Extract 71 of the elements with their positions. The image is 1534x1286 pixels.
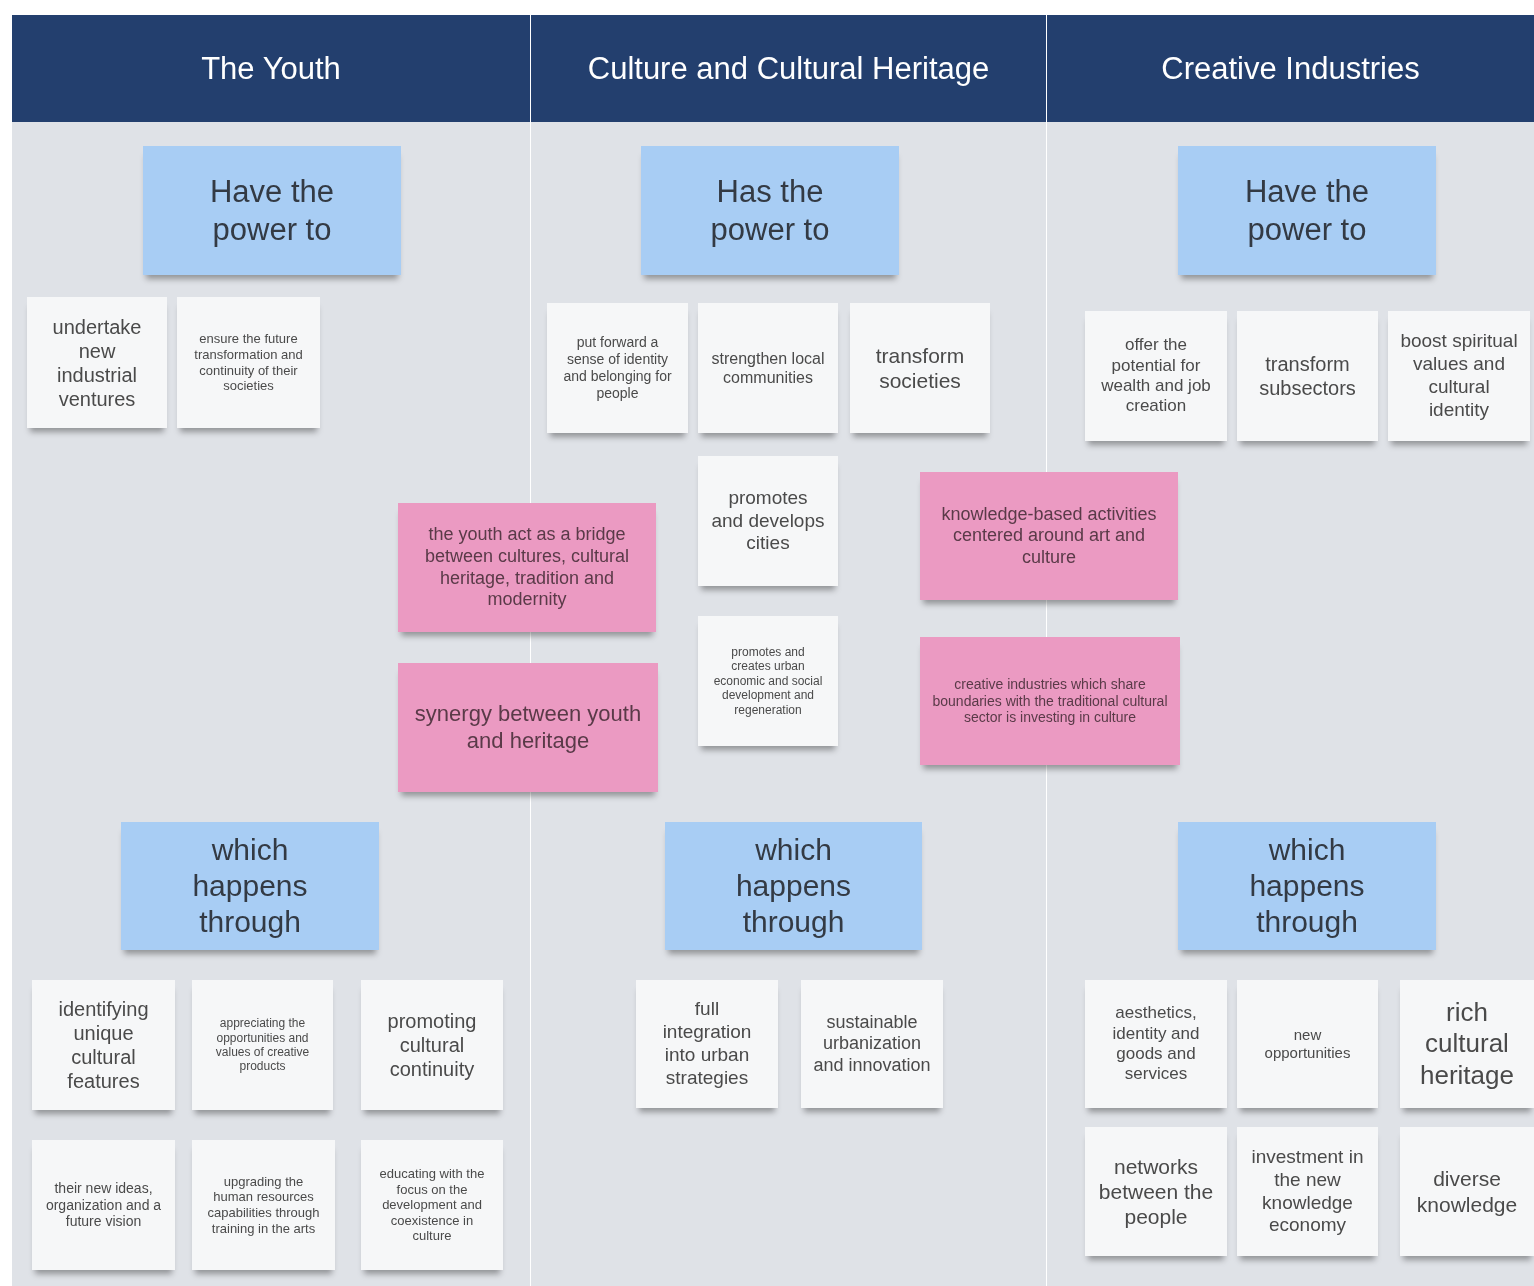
note-text: their new ideas, organization and a future vision [44, 1179, 163, 1231]
sticky-note [636, 980, 778, 1108]
note-text: aesthetics, identity and goods and services [1111, 1003, 1201, 1085]
note-text: transform societies [874, 342, 966, 394]
sticky-note [27, 297, 167, 428]
header-note [641, 146, 899, 275]
header-note [665, 822, 922, 950]
note-text: appreciating the opportunities and values of creative products [214, 1016, 311, 1074]
header-note [1178, 146, 1436, 275]
sticky-note [361, 1140, 503, 1270]
note-text: offer the potential for wealth and job creation [1100, 335, 1212, 417]
note-text: put forward a sense of identity and belonging for people [562, 334, 673, 402]
sticky-note [698, 456, 838, 586]
sticky-note [177, 297, 320, 428]
sticky-note [1237, 311, 1378, 441]
note-text: investment in the new knowledge economy [1250, 1145, 1365, 1238]
note-text: undertake new industrial ventures [51, 314, 143, 411]
column-header: Creative Industries [1047, 15, 1534, 122]
note-text: knowledge-based activities centered around art and culture [940, 503, 1158, 569]
note-text: which happens through [191, 832, 309, 940]
note-text: new opportunities [1263, 1026, 1352, 1062]
sticky-note [698, 616, 838, 746]
highlight-note [398, 663, 658, 792]
note-text: Have the power to [1243, 173, 1371, 248]
column-header: The Youth [12, 15, 530, 122]
sticky-note [801, 980, 943, 1108]
note-text: diverse knowledge [1415, 1166, 1519, 1217]
note-text: Has the power to [709, 173, 831, 248]
note-text: synergy between youth and heritage [413, 701, 643, 754]
sticky-note [1237, 1127, 1378, 1256]
note-text: strengthen local communities [710, 348, 826, 388]
note-text: transform subsectors [1258, 352, 1357, 400]
sticky-note [361, 980, 503, 1110]
sticky-note [1085, 980, 1227, 1108]
sticky-note [1400, 1127, 1534, 1256]
header-note [1178, 822, 1436, 950]
sticky-note [698, 303, 838, 433]
note-text: full integration into urban strategies [661, 998, 753, 1090]
note-text: creative industries which share boundaries with the traditional cultural sector is investing in culture [931, 675, 1169, 727]
sticky-note [850, 303, 990, 433]
highlight-note [920, 472, 1178, 600]
sticky-note [547, 303, 688, 433]
note-text: boost spiritual values and cultural identity [1400, 330, 1518, 422]
sticky-note [1237, 980, 1378, 1108]
column-header: Culture and Cultural Heritage [531, 15, 1046, 122]
sticky-note [32, 1140, 175, 1270]
sticky-note [1085, 311, 1227, 441]
note-text: sustainable urbanization and innovation [813, 1011, 931, 1077]
sticky-note [192, 1140, 335, 1270]
note-text: the youth act as a bridge between cultures, cultural heritage, tradition and modernity [423, 524, 631, 611]
sticky-note [1400, 980, 1534, 1108]
note-text: promotes and develops cities [710, 486, 826, 556]
highlight-note [398, 503, 656, 632]
note-text: which happens through [734, 832, 853, 940]
note-text: upgrading the human resources capabilities through training in the arts [206, 1173, 321, 1237]
sticky-note [1085, 1127, 1227, 1256]
note-text: ensure the future transformation and continuity of their societies [193, 331, 304, 394]
note-text: identifying unique cultural features [57, 997, 150, 1093]
sticky-note [1388, 311, 1530, 441]
note-text: networks between the people [1097, 1153, 1215, 1230]
note-text: rich cultural heritage [1419, 997, 1515, 1091]
sticky-note [192, 980, 333, 1110]
note-text: educating with the focus on the development and coexistence in culture [378, 1166, 486, 1244]
sticky-note [32, 980, 175, 1110]
note-text: promoting cultural continuity [386, 1009, 478, 1081]
note-text: which happens through [1248, 832, 1366, 940]
header-note [121, 822, 379, 950]
note-text: Have the power to [208, 173, 336, 248]
highlight-note [920, 637, 1180, 765]
note-text: promotes and creates urban economic and social development and regeneration [712, 645, 824, 717]
header-note [143, 146, 401, 275]
